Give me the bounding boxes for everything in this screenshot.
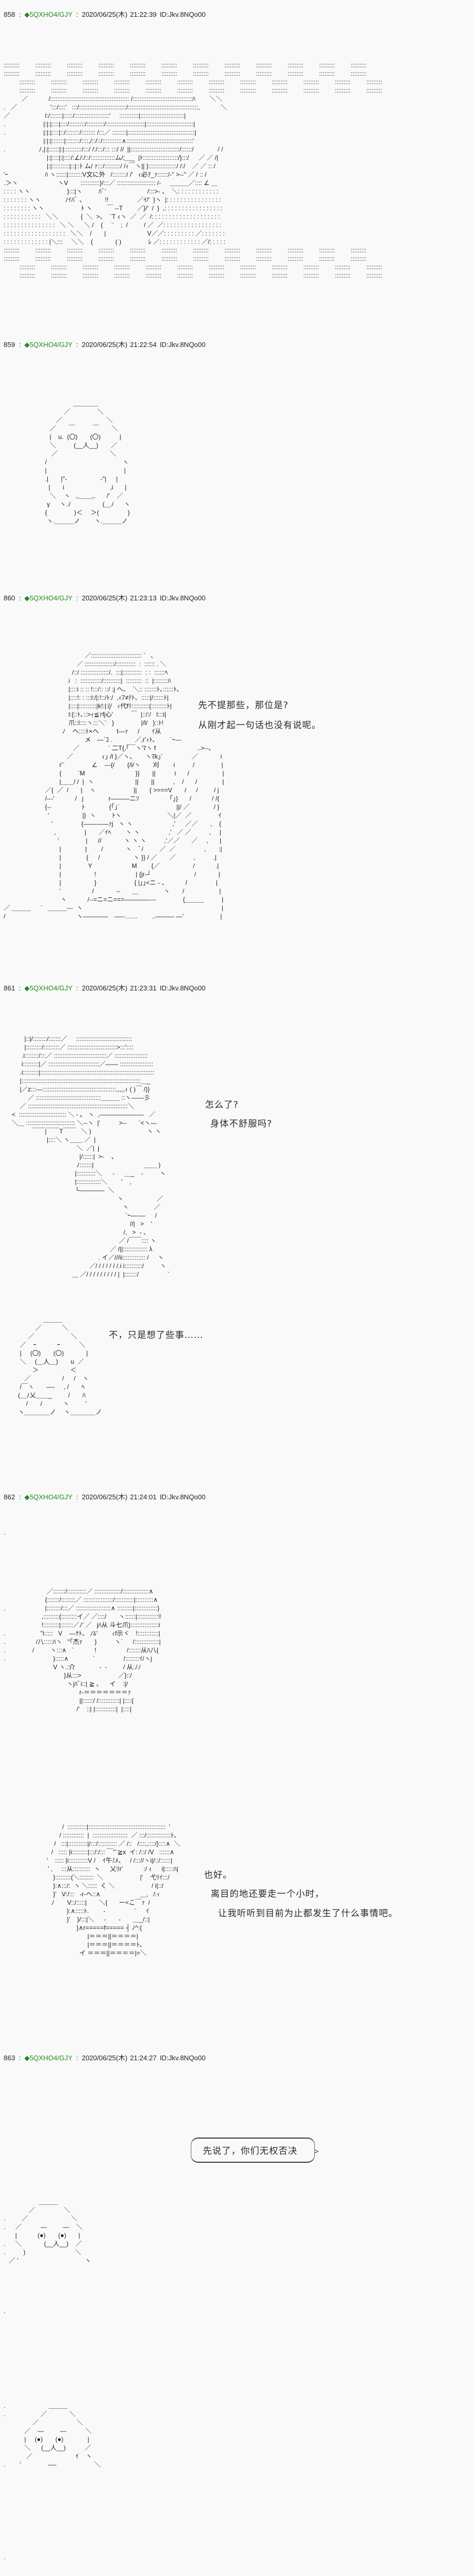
- separator: :: [76, 11, 78, 18]
- separator: :: [18, 341, 21, 349]
- aa-art-rain-scene: ::::::::: ::::::::: ::::::::: ::::::::: …: [4, 62, 383, 279]
- author-tripcode: ◆5QXHO4/GJY: [24, 11, 73, 18]
- separator: :: [18, 2054, 21, 2062]
- aa-art-character-smile: / :::::::::::|::::::::::::::::::::::::::…: [47, 1823, 180, 1957]
- post-number: 862: [4, 1493, 15, 1501]
- poster-id: ID:Jkv.8NQo00: [159, 11, 206, 18]
- speech-bubble-outline: [191, 2138, 315, 2163]
- post-number: 858: [4, 11, 15, 18]
- poster-id: ID:Jkv.8NQo00: [159, 594, 206, 602]
- aa-art-standing-character: ／::::::::::::::::::::::::::::: ` ､ ／ :::…: [4, 652, 224, 920]
- post-time: 21:22:54: [130, 341, 157, 349]
- post-number: 861: [4, 984, 15, 992]
- speech-bubble-text: 先说了，你们无权否决: [203, 2146, 297, 2156]
- post-date: 2020/06/25(木): [81, 594, 128, 602]
- separator: :: [18, 1493, 21, 1501]
- aa-art-small-creature: ＿＿＿ ／ ＼ . ／ ＼ . ／ ― ― ＼ | (●) (●) | . ＼ …: [4, 2198, 91, 2315]
- aa-art-small-creature: ＿＿＿ ／ ＼ ／ ＼ ／ ｰ ｰ ＼ | (〇) (〇) | ＼ (＿人＿) …: [18, 1316, 102, 1416]
- author-tripcode: ◆5QXHO4/GJY: [24, 341, 73, 349]
- speech-bubble: 先说了，你们无权否决 >: [190, 2134, 320, 2165]
- post-time: 21:22:39: [130, 11, 157, 18]
- poster-id: ID:Jkv.8NQo00: [159, 341, 206, 349]
- author-tripcode: ◆5QXHO4/GJY: [24, 2054, 73, 2062]
- author-tripcode: ◆5QXHO4/GJY: [24, 594, 73, 602]
- aa-art-umbrella-character: |::|/::::::::/:::::::／ :::::::::::::::::…: [12, 1035, 170, 1278]
- post-date: 2020/06/25(木): [81, 2054, 128, 2062]
- post-date: 2020/06/25(木): [81, 1493, 128, 1501]
- separator: :: [76, 594, 78, 602]
- dialogue-line: 不，只是想了些事……: [109, 1330, 203, 1341]
- separator: :: [18, 594, 21, 602]
- aa-art-small-creature: ＿＿＿＿ ／ ＼ ／ ＼ ／ ￣ ￣ ＼ | u. (〇) (〇) | ＼ (_…: [45, 400, 130, 525]
- dialogue-line: 怎么了?: [205, 1100, 239, 1110]
- post-time: 21:23:31: [130, 984, 157, 992]
- separator: :: [18, 11, 21, 18]
- post-date: 2020/06/25(木): [81, 984, 128, 992]
- post-number: 863: [4, 2054, 15, 2062]
- poster-id: ID:Jkv.8NQo00: [159, 1493, 206, 1501]
- aa-art-small-creature: . ＿＿＿ . ／ ＼ ／ ＼ ／ ― ― ＼ | (●) (●) | ＼ (_…: [4, 2402, 101, 2561]
- dialogue-line: 让我听听到目前为止都发生了什么事情吧。: [218, 1908, 398, 1919]
- dialogue-line: 也好。: [204, 1870, 232, 1880]
- dialogue-line: 从刚才起一句话也没有说呢。: [198, 720, 321, 731]
- dialogue-line: 先不提那些，那位是?: [198, 700, 289, 711]
- post-date: 2020/06/25(木): [81, 11, 128, 18]
- poster-id: ID:Jkv.8NQo00: [159, 2054, 206, 2062]
- poster-id: ID:Jkv.8NQo00: [159, 984, 206, 992]
- separator: :: [18, 984, 21, 992]
- post-number: 859: [4, 341, 15, 349]
- dialogue-line: 身体不舒服吗?: [210, 1119, 273, 1129]
- post-date: 2020/06/25(木): [81, 341, 128, 349]
- dialogue-line: 离目的地还要走一个小时，: [211, 1889, 324, 1899]
- separator: :: [76, 1493, 78, 1501]
- speech-bubble-tail-icon: >: [314, 2147, 319, 2155]
- author-tripcode: ◆5QXHO4/GJY: [24, 984, 73, 992]
- separator: :: [76, 984, 78, 992]
- post-time: 21:24:27: [130, 2054, 157, 2062]
- aa-art-character-closeup: . ／:::::::/:::::::::::／ :::::::::::::::/…: [4, 1529, 161, 1713]
- post-time: 21:23:13: [130, 594, 157, 602]
- author-tripcode: ◆5QXHO4/GJY: [24, 1493, 73, 1501]
- post-number: 860: [4, 594, 15, 602]
- post-time: 21:24:01: [130, 1493, 157, 1501]
- separator: :: [76, 2054, 78, 2062]
- separator: :: [76, 341, 78, 349]
